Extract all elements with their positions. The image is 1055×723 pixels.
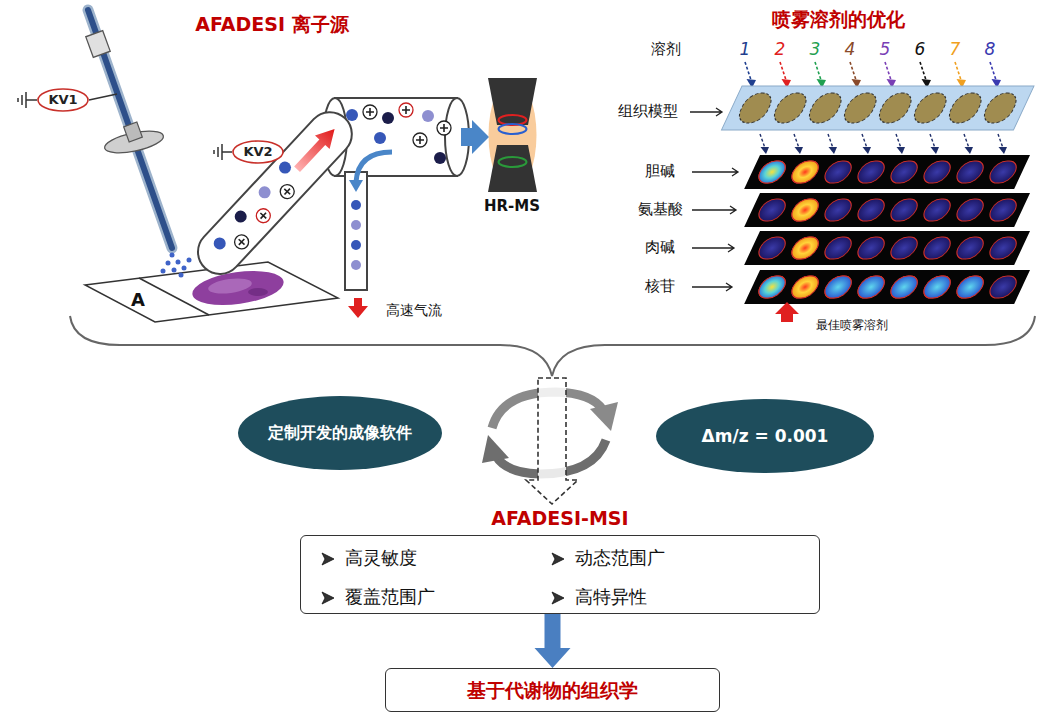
text-wrap: 基于代谢物的组织学 [386, 669, 719, 711]
feature-ellipse: 定制开发的成像软件 [237, 395, 443, 471]
mass-spectrometer [488, 78, 537, 192]
best-marker [775, 302, 799, 322]
dashed-arrow [526, 378, 578, 504]
row-arrows [690, 108, 738, 291]
oval-shape [233, 141, 283, 163]
section-title: 喷雾溶剂的优化 [772, 9, 905, 31]
flow-label: 高速气流 [386, 302, 442, 318]
instrument-label: HR-MS [484, 198, 540, 215]
solvent-number: 8 [985, 40, 996, 60]
voltage-oval: KV2 [232, 140, 284, 164]
voltage-oval: KV1 [37, 88, 89, 112]
row-label: 肉碱 [645, 239, 675, 256]
box-heading: AFADESI-MSI [300, 506, 820, 531]
slide-arrows [760, 134, 1007, 154]
bullet-arrow [551, 591, 565, 605]
tissue-slide [721, 86, 1034, 130]
solvent-arrows [745, 62, 1001, 88]
solvent-number: 3 [810, 40, 821, 60]
oval-shape [38, 89, 88, 111]
output-box: 基于代谢物的组织学 [385, 668, 720, 712]
bullet-shape [552, 592, 564, 604]
node-text: 基于代谢物的组织学 [467, 679, 638, 702]
solvent-number: 4 [845, 40, 856, 60]
feature-item: 动态范围广 [575, 546, 665, 569]
solvent-number: 5 [880, 40, 891, 60]
bullet-arrow [321, 591, 335, 605]
bullet-shape [322, 592, 334, 604]
note-label: 最佳喷雾溶剂 [816, 319, 888, 333]
solvent-number: 2 [775, 40, 786, 60]
bullet-shape [552, 553, 564, 565]
row-label: 胆碱 [645, 163, 675, 180]
node-text: KV2 [243, 144, 272, 160]
text-wrap: Δm/z = 0.001 [655, 398, 875, 474]
oval-shape [656, 399, 874, 473]
oval-shape [238, 396, 442, 470]
solvent-number: 1 [740, 40, 751, 60]
node-text: Δm/z = 0.001 [702, 426, 829, 446]
ion-images [744, 155, 1030, 304]
ground-wires [18, 92, 300, 175]
solvent-number: 6 [915, 40, 926, 60]
sprayer [86, 10, 192, 278]
row-label: 核苷 [645, 278, 675, 295]
result-box: AFADESI-MSI 高灵敏度 动态范围广覆盖范围广 高特异性 [300, 506, 820, 614]
node-text: 定制开发的成像软件 [268, 423, 412, 442]
text-wrap: KV2 [232, 140, 284, 164]
bullet-arrow [551, 552, 565, 566]
block-arrow [535, 614, 571, 668]
solvent-number: 7 [950, 40, 961, 60]
bullet-shape [322, 553, 334, 565]
row-label: 组织模型 [618, 103, 678, 120]
feature-item: 高灵敏度 [345, 546, 417, 569]
brace [70, 316, 1035, 376]
bullet-arrow [321, 552, 335, 566]
feature-item: 高特异性 [575, 585, 647, 608]
row-label: 氨基酸 [638, 201, 683, 218]
transfer-tube [189, 98, 489, 318]
feature-ellipse: Δm/z = 0.001 [655, 398, 875, 474]
text-wrap: KV1 [37, 88, 89, 112]
slide-letter: A [131, 290, 145, 311]
node-text: KV1 [48, 92, 77, 108]
feature-item: 覆盖范围广 [345, 585, 435, 608]
row-label: 溶剂 [651, 41, 681, 58]
text-wrap: 定制开发的成像软件 [237, 395, 443, 471]
section-title: AFADESI 离子源 [195, 14, 348, 36]
